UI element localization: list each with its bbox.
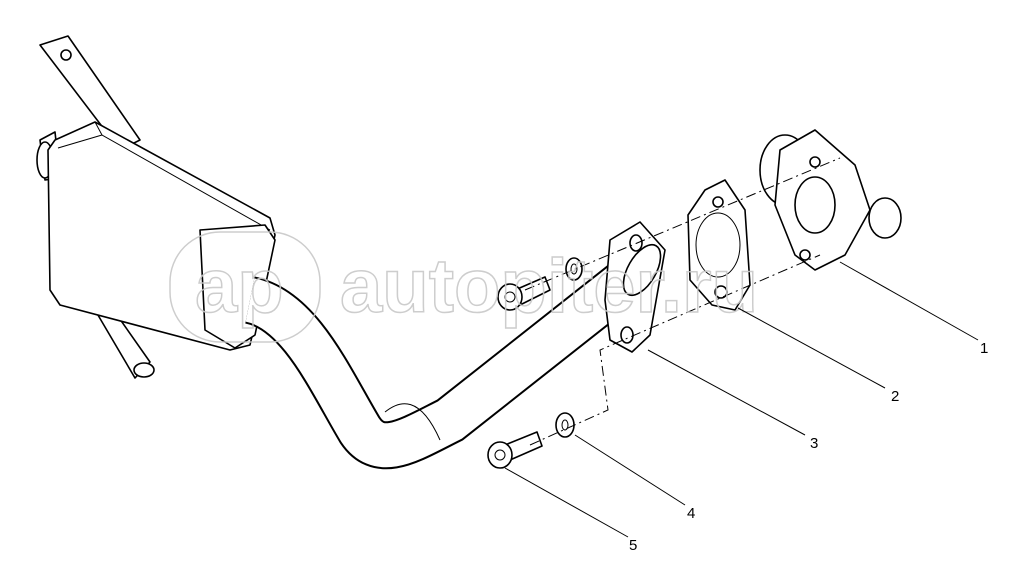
washer: [555, 412, 575, 438]
callout-1: 1: [980, 340, 988, 357]
callout-3: 3: [810, 435, 818, 452]
callout-2: 2: [891, 388, 899, 405]
gasket: [687, 179, 751, 311]
callout-4: 4: [687, 505, 695, 522]
exhaust-pipe: [243, 221, 666, 470]
flange: [759, 129, 902, 271]
upper-bolt: [497, 257, 583, 311]
watermark: ap autopiter.ru: [169, 231, 759, 343]
svg-text:ap: ap: [195, 244, 284, 329]
watermark-text: autopiter.ru: [340, 244, 758, 329]
bolt: [487, 431, 543, 469]
callout-5: 5: [629, 537, 637, 554]
